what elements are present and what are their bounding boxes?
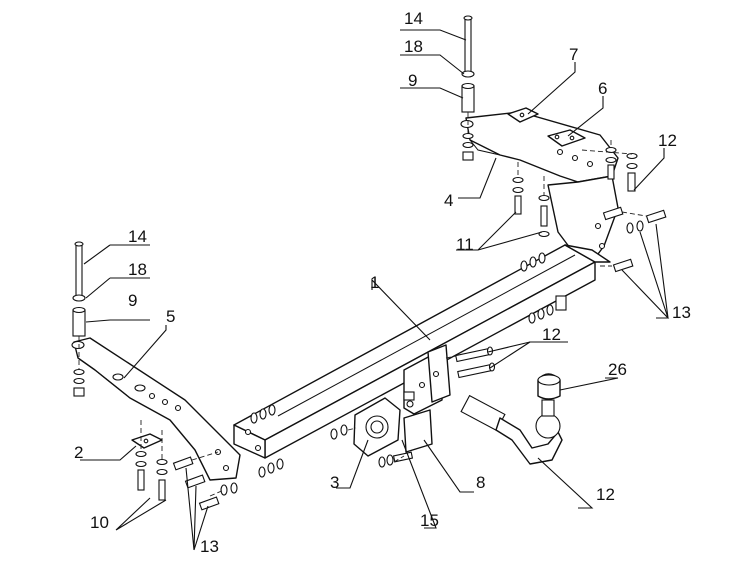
socket-plate-3: [330, 397, 401, 457]
callout-6: 2: [74, 443, 83, 462]
callout-labels: 14 18 9 7 6 12 4 11 13 14 18 9 5 1 12 26…: [74, 9, 691, 556]
callout-9-left: 9: [128, 291, 137, 310]
ball-cover-26: [537, 373, 561, 400]
callout-13-left: 13: [200, 537, 219, 556]
callout-7: 6: [598, 79, 607, 98]
callout-11: 12: [542, 325, 561, 344]
left-side-bracket: [71, 337, 241, 481]
nut-stack-left-top: [73, 368, 85, 397]
washer-18-left: [72, 294, 86, 302]
callout-2: 12: [596, 485, 615, 504]
callout-10: 8: [476, 473, 485, 492]
bolt-set-11: [455, 346, 496, 379]
mounting-plate-6: [131, 433, 163, 449]
callout-18-right: 18: [404, 37, 423, 56]
cross-member-left-hardware: [250, 404, 284, 478]
tow-ball-arm-2: [460, 394, 563, 465]
cross-member-right-hardware: [520, 252, 567, 324]
bolt-14-left: [74, 241, 84, 297]
callout-13-right: 13: [672, 303, 691, 322]
callout-14-left: 14: [128, 227, 147, 246]
callout-12-right-lower: 11: [456, 235, 474, 254]
callout-15: 15: [420, 511, 439, 530]
callout-4: 4: [444, 191, 453, 210]
alignment-lines: [78, 112, 647, 497]
bolt-set-12-right: [512, 146, 638, 238]
spacer-9-right: [461, 82, 475, 113]
bolt-14-right: [463, 15, 473, 74]
spacer-9-left: [72, 306, 86, 337]
right-side-bracket: [460, 111, 619, 263]
bolt-set-13-left: [172, 456, 238, 511]
callout-1: 1: [370, 273, 379, 292]
washer-18-right: [461, 70, 475, 78]
nut-stack-right-top: [462, 132, 474, 161]
callout-5: 5: [166, 307, 175, 326]
callout-12-right-upper: 12: [658, 131, 677, 150]
callout-9-right: 9: [408, 71, 417, 90]
leader-lines: [80, 29, 670, 551]
callout-12-left: 10: [90, 513, 109, 532]
mounting-plate-7: [547, 129, 586, 147]
callout-26: 26: [608, 360, 627, 379]
callout-8: 7: [569, 45, 578, 64]
bolt-set-12-left: [135, 450, 168, 501]
callout-18-left: 18: [128, 260, 147, 279]
bolt-set-13-right: [602, 206, 667, 273]
callout-14-right: 14: [404, 9, 423, 28]
callout-3: 3: [330, 473, 339, 492]
